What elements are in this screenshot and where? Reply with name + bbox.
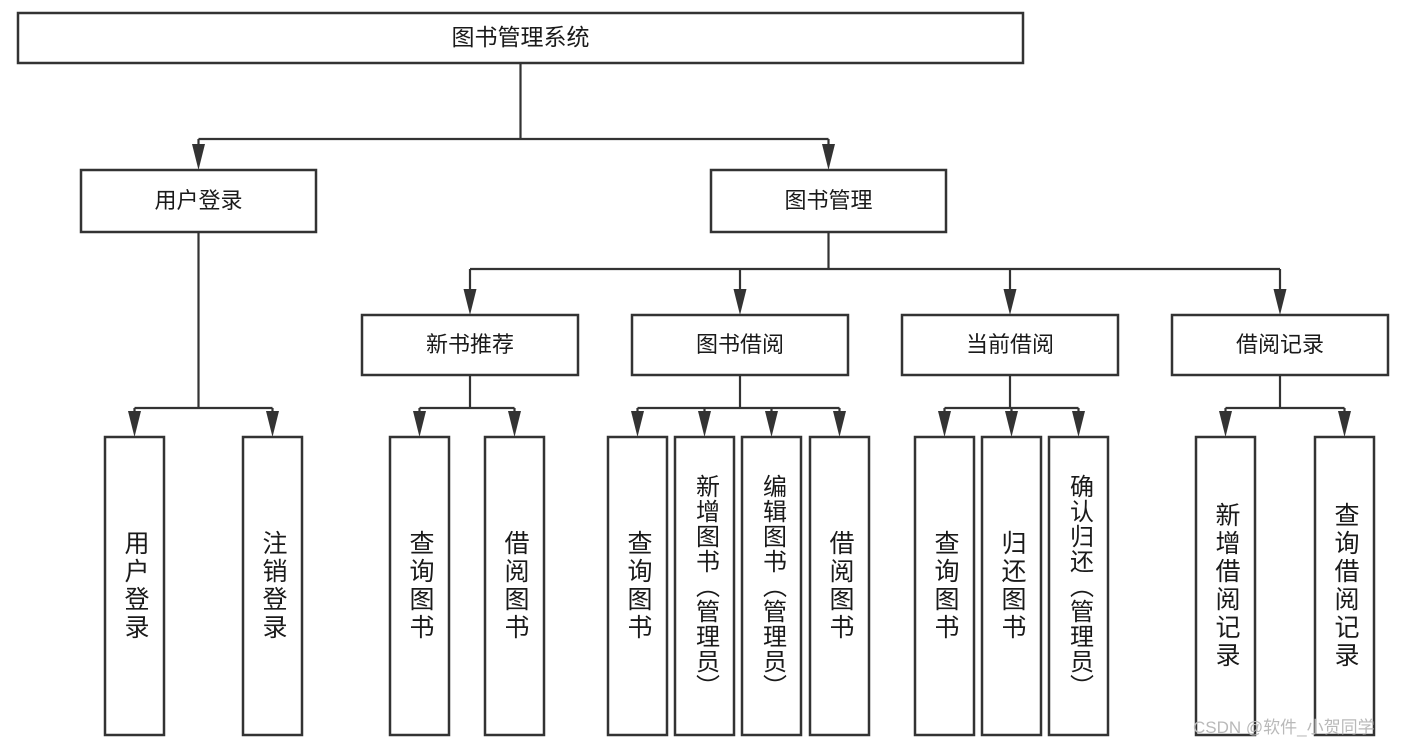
arrow-head-icon <box>1072 411 1085 437</box>
node-leaf-query-book-cur[interactable] <box>913 435 976 737</box>
arrow-head-icon <box>266 411 279 437</box>
node-leaf-add-book[interactable] <box>673 435 736 737</box>
arrow-head-icon <box>192 144 205 170</box>
arrow-head-icon <box>463 289 477 315</box>
node-user-login[interactable] <box>79 168 318 234</box>
node-label-borrow-record: 借阅记录 <box>1236 332 1324 357</box>
node-leaf-user-login[interactable] <box>103 435 166 737</box>
connector-links <box>128 63 1351 437</box>
watermark-text: CSDN @软件_小贺同学 <box>1193 718 1375 737</box>
node-leaf-return-book[interactable] <box>980 435 1043 737</box>
node-leaf-add-record[interactable] <box>1194 435 1257 737</box>
arrow-head-icon <box>1003 289 1017 315</box>
arrow-head-icon <box>1273 289 1287 315</box>
node-book-manage[interactable] <box>709 168 948 234</box>
node-label-book-manage: 图书管理 <box>784 188 872 213</box>
node-leaf-query-book-rec[interactable] <box>388 435 451 737</box>
node-label-new-book-rec: 新书推荐 <box>426 332 514 357</box>
arrow-head-icon <box>413 411 426 437</box>
arrow-head-icon <box>698 411 711 437</box>
node-borrow-record[interactable] <box>1170 313 1390 377</box>
node-root[interactable] <box>16 11 1025 65</box>
node-new-book-rec[interactable] <box>360 313 580 377</box>
node-label-user-login: 用户登录 <box>154 188 242 213</box>
arrow-head-icon <box>1005 411 1018 437</box>
arrow-head-icon <box>1338 411 1351 437</box>
arrow-head-icon <box>733 289 747 315</box>
node-label-current-borrow: 当前借阅 <box>966 332 1054 357</box>
node-label-root: 图书管理系统 <box>452 24 590 50</box>
node-leaf-query-book-borrow[interactable] <box>606 435 669 737</box>
node-book-borrow[interactable] <box>630 313 850 377</box>
node-leaf-query-record[interactable] <box>1313 435 1376 737</box>
node-current-borrow[interactable] <box>900 313 1120 377</box>
node-leaf-borrow-book[interactable] <box>808 435 871 737</box>
arrow-head-icon <box>833 411 846 437</box>
node-leaf-edit-book[interactable] <box>740 435 803 737</box>
node-leaf-confirm-return[interactable] <box>1047 435 1110 737</box>
node-leaf-logout[interactable] <box>241 435 304 737</box>
arrow-head-icon <box>1219 411 1232 437</box>
node-label-book-borrow: 图书借阅 <box>696 332 784 357</box>
arrow-head-icon <box>938 411 951 437</box>
arrow-head-icon <box>128 411 141 437</box>
arrow-head-icon <box>765 411 778 437</box>
arrow-head-icon <box>631 411 644 437</box>
node-leaf-borrow-book-rec[interactable] <box>483 435 546 737</box>
arrow-head-icon <box>508 411 521 437</box>
arrow-head-icon <box>822 144 835 170</box>
